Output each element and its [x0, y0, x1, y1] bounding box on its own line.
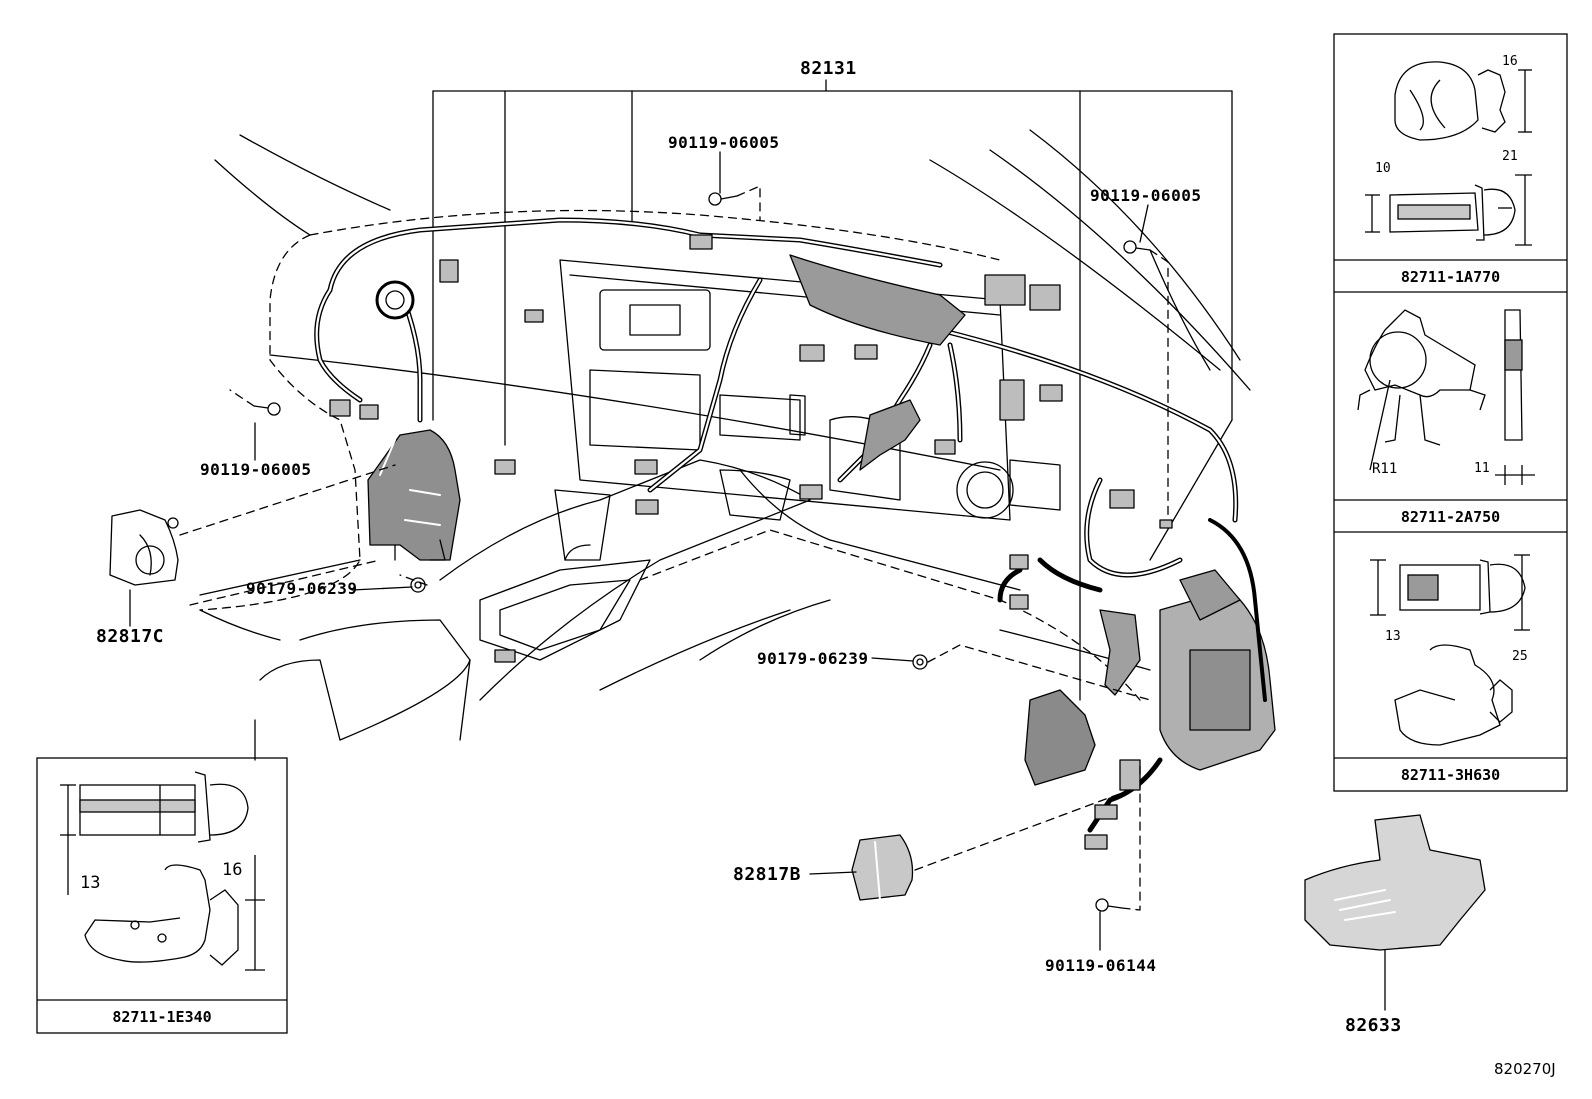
fasteners: [253, 192, 1151, 912]
clip-2a750: [1357, 309, 1535, 485]
callout-screw-left[interactable]: 90119-06005: [200, 460, 312, 479]
inset-caption-1e340: 82711-1E340: [112, 1008, 212, 1026]
dim-r11: R11: [1372, 461, 1398, 477]
callout-82817b[interactable]: 82817B: [733, 864, 802, 885]
dim-16: 16: [1502, 54, 1518, 69]
assembly-callout-bracket: [432, 79, 1233, 701]
inset-caption-3h630: 82711-3H630: [1400, 766, 1501, 784]
callout-nut-left[interactable]: 90179-06239: [246, 579, 358, 598]
callout-82817c[interactable]: 82817C: [96, 626, 165, 647]
inset-caption-2a750: 82711-2A750: [1400, 508, 1501, 526]
clip-3h630: [1370, 554, 1530, 746]
dim-11: 11: [1474, 461, 1490, 476]
inset-caption-1a770: 82711-1A770: [1400, 268, 1501, 286]
dim-25: 25: [1512, 649, 1528, 664]
label-leaders: [129, 151, 1386, 1011]
lower-bracket: [1024, 689, 1096, 786]
callout-nut-center[interactable]: 90179-06239: [757, 649, 869, 668]
harness-trunk: [789, 254, 966, 346]
center-bracket: [859, 399, 921, 471]
callout-82131[interactable]: 82131: [800, 58, 857, 79]
dim-10: 10: [1375, 161, 1391, 176]
callout-screw-bottom[interactable]: 90119-06144: [1045, 956, 1157, 975]
connectors: [329, 234, 1173, 850]
bracket-82817b: [851, 834, 914, 901]
clip-1a770: [1365, 61, 1532, 246]
diagram-ref-number: 820270J: [1494, 1060, 1556, 1078]
cover-82633: [1304, 814, 1486, 951]
dim-16-left: 16: [222, 860, 243, 880]
callout-screw-top[interactable]: 90119-06005: [668, 133, 780, 152]
dashed-leaders: [179, 185, 1169, 911]
inset-panel-left: [36, 757, 288, 1034]
vehicle-interior-outline: [199, 129, 1251, 761]
inset-panel-right: [1333, 33, 1568, 792]
dim-13-left: 13: [80, 873, 101, 893]
left-junction-block: [367, 429, 461, 561]
callout-screw-right[interactable]: 90119-06005: [1090, 186, 1202, 205]
callout-82633[interactable]: 82633: [1345, 1015, 1402, 1036]
clip-1e340: [60, 771, 265, 971]
dim-13: 13: [1385, 629, 1401, 644]
dim-21: 21: [1502, 149, 1518, 164]
